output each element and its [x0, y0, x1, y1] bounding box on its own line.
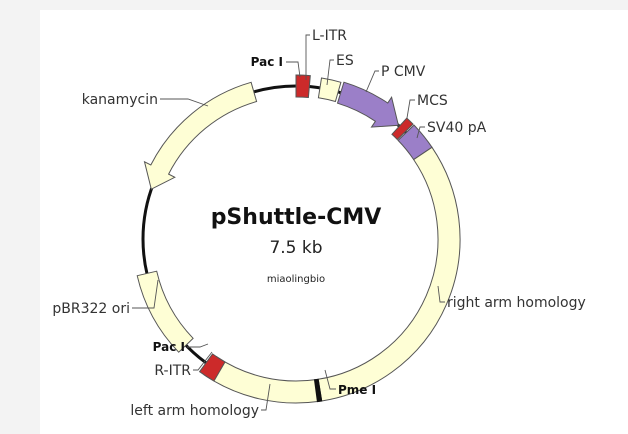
p-cmv-feature [336, 81, 400, 128]
kanamycin-label: kanamycin [82, 92, 158, 108]
right-arm-feature [317, 146, 461, 402]
pac-i-bottom-label: Pac I [153, 340, 185, 354]
p-cmv-leader [365, 70, 379, 93]
kanamycin-feature [143, 81, 258, 190]
r-itr-label: R-ITR [154, 363, 191, 379]
left-arm-label: left arm homology [130, 403, 259, 419]
left-arm-leader [261, 383, 271, 411]
pbr322-ori-feature [136, 270, 194, 353]
r-itr-leader [193, 351, 213, 371]
sv40-pa-leader [416, 126, 425, 139]
sv40-pa-label: SV40 pA [427, 120, 487, 136]
map-panel: pShuttle-CMV 7.5 kb miaolingbio Pac I L-… [40, 10, 628, 434]
right-arm-leader [437, 285, 445, 303]
pme-i-leader [324, 369, 336, 390]
es-leader [326, 59, 334, 86]
mcs-label: MCS [417, 93, 448, 109]
pac-i-bottom-leader [187, 343, 209, 348]
plasmid-size: 7.5 kb [269, 238, 322, 258]
pme-i-site [313, 378, 323, 403]
l-itr-leader [305, 34, 310, 80]
pac-i-top-label: Pac I [251, 55, 283, 69]
mcs-leader [406, 99, 415, 119]
l-itr-label: L-ITR [312, 28, 347, 44]
kanamycin-leader [160, 98, 209, 107]
right-arm-label: right arm homology [447, 295, 586, 311]
pac-i-top-leader [286, 61, 301, 78]
plasmid-name: pShuttle-CMV [211, 205, 382, 230]
watermark: miaolingbio [267, 274, 325, 285]
pac-i-top-site [295, 74, 311, 99]
plasmid-map: pShuttle-CMV 7.5 kb miaolingbio Pac I L-… [52, 28, 586, 419]
pbr322-ori-leader [132, 279, 159, 309]
pbr322-ori-label: pBR322 ori [52, 301, 130, 317]
pac-i-bottom-site [198, 353, 226, 382]
pme-i-label: Pme I [338, 383, 376, 397]
es-label: ES [336, 53, 354, 69]
mcs-site [391, 117, 414, 141]
es-feature [317, 77, 342, 103]
p-cmv-label: P CMV [381, 64, 426, 80]
